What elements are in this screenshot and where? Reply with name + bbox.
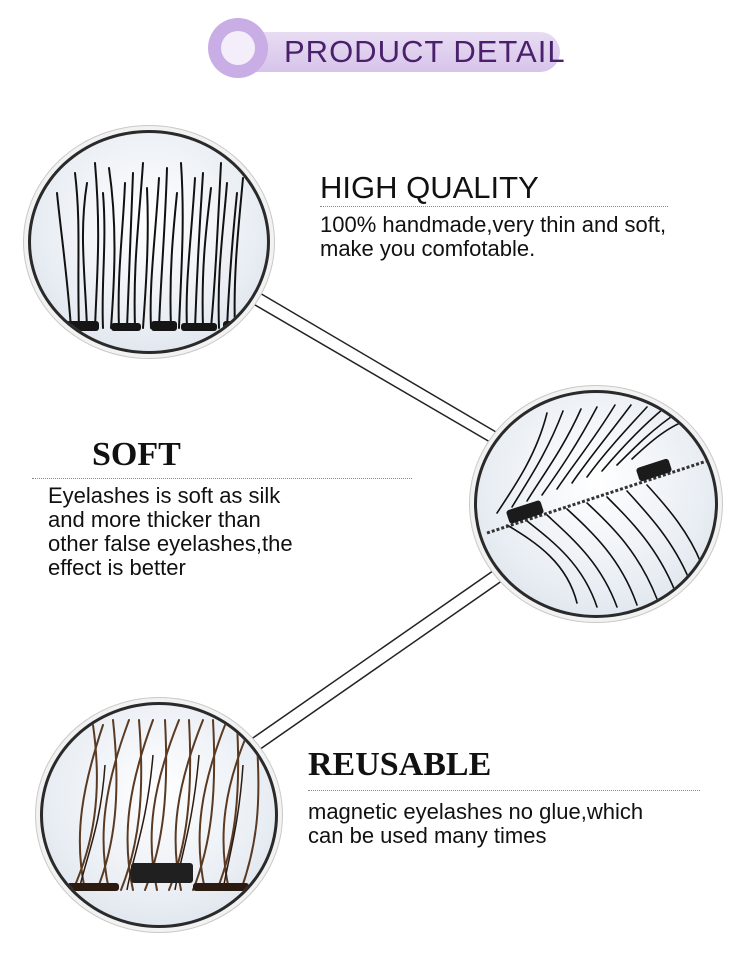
- high-quality-description: 100% handmade,very thin and soft, make y…: [320, 213, 666, 261]
- header-ring-icon: [208, 18, 268, 78]
- header-pill: [230, 32, 560, 72]
- magnetic-strip-image-middle: [474, 390, 718, 618]
- soft-title: SOFT: [92, 436, 181, 473]
- soft-description: Eyelashes is soft as silk and more thick…: [48, 484, 293, 580]
- high-quality-line-1: 100% handmade,very thin and soft,: [320, 212, 667, 237]
- reusable-title: REUSABLE: [308, 746, 492, 783]
- high-quality-title: HIGH QUALITY: [320, 170, 539, 205]
- section-header: PRODUCT DETAIL: [208, 18, 565, 80]
- header-title: PRODUCT DETAIL: [284, 34, 566, 69]
- eyelash-closeup-image-top: [28, 130, 270, 354]
- divider: [308, 790, 700, 791]
- high-quality-line-2: make you comfotable.: [320, 236, 536, 261]
- reusable-line-1: magnetic eyelashes no glue,which: [308, 799, 644, 824]
- divider: [320, 206, 668, 207]
- reusable-line-2: can be used many times: [308, 823, 547, 848]
- reusable-description: magnetic eyelashes no glue,which can be …: [308, 800, 643, 848]
- soft-line-1: Eyelashes is soft as silk: [48, 483, 281, 508]
- soft-line-4: effect is better: [48, 555, 186, 580]
- soft-line-3: other false eyelashes,the: [48, 531, 293, 556]
- brown-eyelash-image-bottom: [40, 702, 278, 928]
- divider: [32, 478, 412, 479]
- soft-line-2: and more thicker than: [48, 507, 261, 532]
